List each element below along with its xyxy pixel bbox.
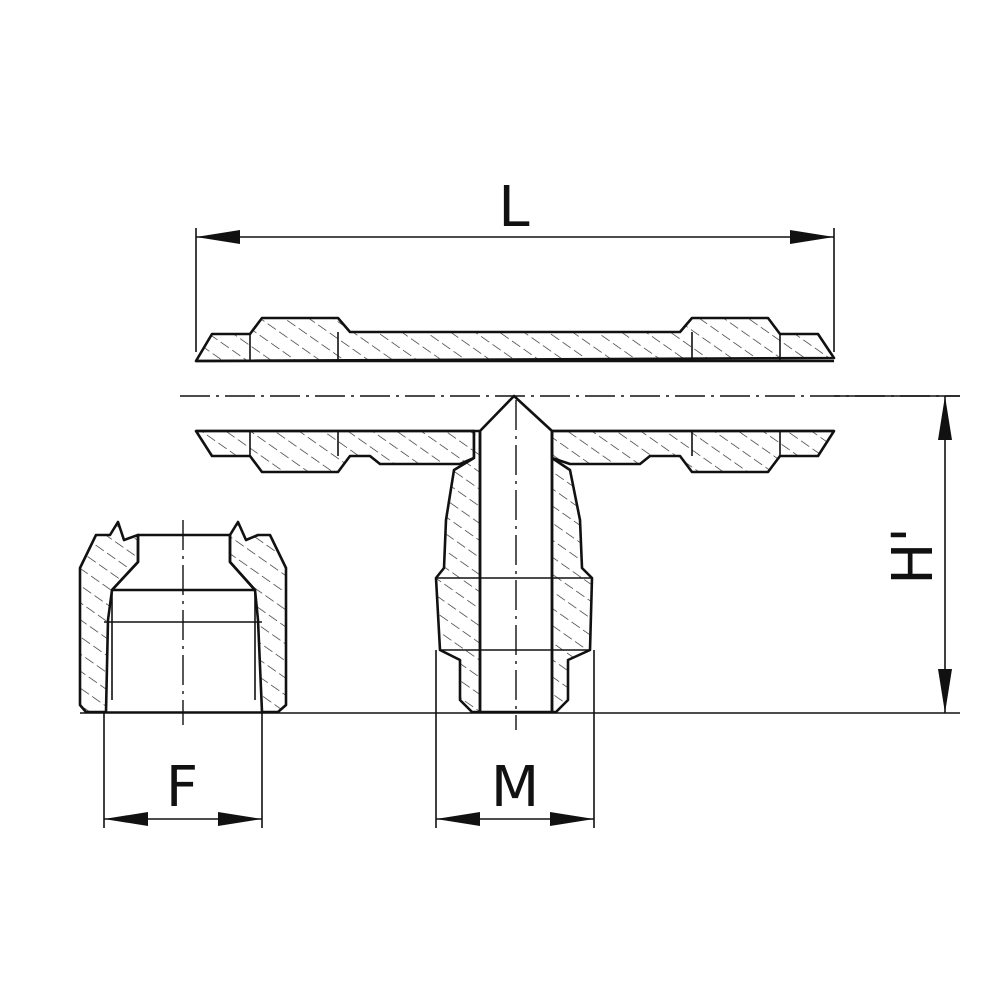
arrow-f-left [104,812,148,826]
run-lower-right-wall [550,429,836,474]
label-nut-thread: F [166,755,198,820]
run-lower-left-wall [194,429,476,474]
arrow-f-right [218,812,262,826]
tee-body-section [194,316,836,714]
arrow-l-left [196,230,240,244]
arrow-l-right [790,230,834,244]
arrow-m-right [550,812,594,826]
nut-right-wall [228,520,288,714]
arrow-h-top [938,396,952,440]
run-upper-wall [194,316,836,363]
label-thread: M [491,755,539,820]
dimension-labels: L H' M F [166,175,946,820]
branch-left-wall [434,429,482,714]
branch-right-wall [550,429,594,714]
branch-bore [478,394,554,714]
arrow-h-bottom [938,669,952,713]
nut-left-wall [78,520,140,714]
internal-bore [196,359,834,433]
label-length: L [498,175,529,240]
label-height: H' [881,527,946,585]
collar-lines [249,332,781,651]
center-lines [180,395,960,730]
dimension-lines [80,228,960,828]
arrow-m-left [436,812,480,826]
